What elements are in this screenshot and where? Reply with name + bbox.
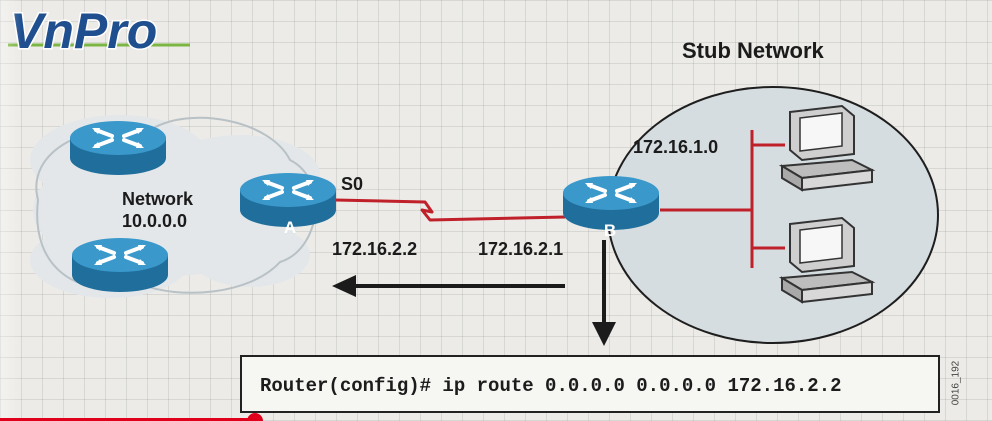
logo: VnPro <box>8 2 190 61</box>
router-a-ip: 172.16.2.2 <box>332 239 417 259</box>
progress-handle[interactable] <box>247 413 263 421</box>
router-b-ip: 172.16.2.1 <box>478 239 563 259</box>
serial-link <box>334 198 566 222</box>
figure-code: 0016_192 <box>946 348 966 418</box>
screen-glare <box>0 0 22 421</box>
network-router-bottom-icon <box>70 236 170 294</box>
arrow-down-icon <box>592 240 616 346</box>
network-router-top-icon <box>68 119 168 177</box>
serial-interface-label: S0 <box>341 174 363 194</box>
router-b-label: B <box>604 221 616 240</box>
video-progress-bar[interactable] <box>0 418 260 421</box>
network-label: Network <box>122 189 194 209</box>
lan-segment <box>750 130 785 268</box>
network-address: 10.0.0.0 <box>122 211 187 231</box>
command-text: Router(config)# ip route 0.0.0.0 0.0.0.0… <box>260 375 842 397</box>
stub-network-title: Stub Network <box>682 38 825 63</box>
router-a-label: A <box>284 218 296 237</box>
logo-text: VnPro <box>10 3 157 59</box>
command-box: Router(config)# ip route 0.0.0.0 0.0.0.0… <box>240 355 940 413</box>
figure-code-text: 0016_192 <box>950 360 962 406</box>
stub-lan-address: 172.16.1.0 <box>633 137 718 157</box>
arrow-left-icon <box>332 275 565 297</box>
